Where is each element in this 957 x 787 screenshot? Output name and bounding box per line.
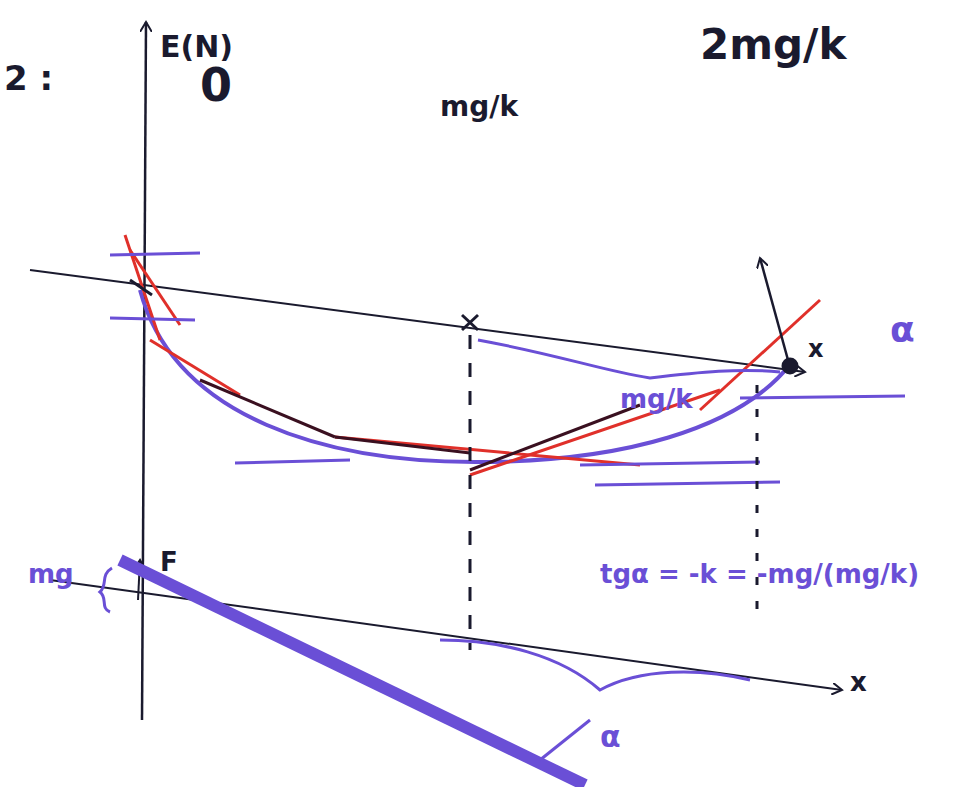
tangent-lines bbox=[125, 235, 820, 475]
force-line bbox=[120, 560, 585, 785]
axis-label: x bbox=[808, 336, 823, 362]
axis-label: E(N) bbox=[160, 30, 233, 63]
origin-label: 0 bbox=[200, 60, 232, 111]
cut-label: 2 : bbox=[4, 60, 53, 97]
energy-baseline bbox=[30, 270, 805, 372]
energy-axis bbox=[142, 22, 146, 720]
angle-label: α bbox=[600, 720, 621, 753]
mg-brace bbox=[100, 568, 112, 612]
distance-brace bbox=[440, 640, 750, 690]
angle-label: α bbox=[890, 310, 915, 350]
dashed-guide bbox=[469, 335, 472, 650]
distance-label: mg/k bbox=[620, 385, 693, 414]
distance-brace bbox=[478, 340, 780, 378]
energy-parabola bbox=[140, 290, 792, 462]
force-baseline bbox=[50, 580, 842, 690]
axis-label: F bbox=[160, 548, 178, 577]
horizontal-ticks bbox=[110, 253, 905, 485]
pointer-arrow bbox=[760, 258, 788, 360]
axis-label: x bbox=[850, 668, 867, 697]
force-label: mg bbox=[28, 560, 74, 589]
position-label: mg/k bbox=[440, 92, 518, 123]
point-marks bbox=[130, 280, 797, 373]
angle-mark bbox=[540, 720, 590, 760]
position-label: 2mg/k bbox=[700, 22, 846, 68]
slope-formula: tgα = -k = -mg/(mg/k) bbox=[600, 560, 919, 589]
dark-tangent-strokes bbox=[200, 380, 640, 470]
